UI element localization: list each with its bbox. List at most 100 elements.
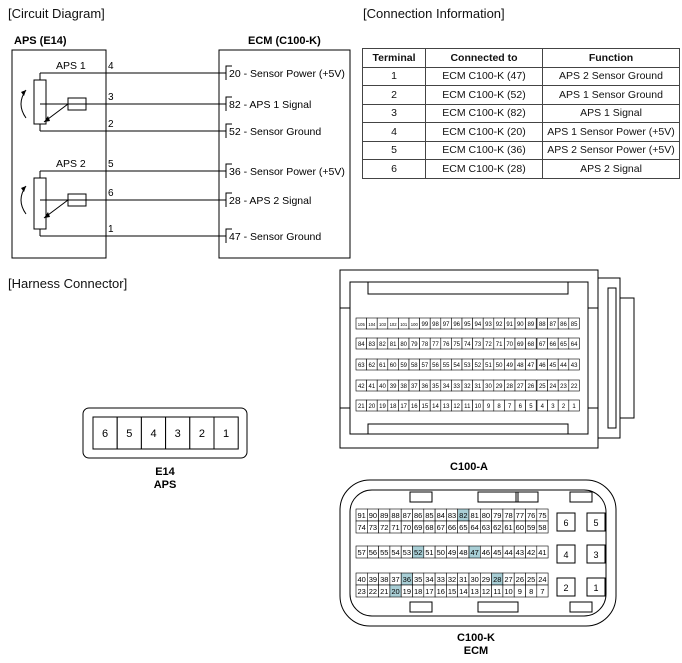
c100k-pin-label: 69 [414, 523, 422, 532]
c100a-pin-label: 91 [506, 322, 513, 328]
c100k-pin-label: 45 [493, 548, 501, 557]
c100k-pin-label: 40 [357, 575, 365, 584]
c100k-pin [536, 545, 549, 559]
table-cell: ECM C100-K (47) [425, 66, 543, 86]
c100a-pin-label: 53 [464, 363, 471, 369]
c100k-pin-label: 22 [369, 587, 377, 596]
c100k-pin-label: 70 [403, 523, 411, 532]
c100k-pin-label: 38 [380, 575, 388, 584]
c100k-pin-label: 60 [516, 523, 524, 532]
c100a-pin-label: 15 [422, 404, 429, 410]
c100k-pin-label: 31 [459, 575, 467, 584]
c100a-pin [568, 379, 580, 392]
c100k-pin-label: 12 [482, 587, 490, 596]
c100a-pin-label: 57 [422, 363, 429, 369]
c100a-pin-label: 42 [358, 384, 365, 390]
c100k-pin-label: 85 [425, 511, 433, 520]
ecm-terminal [225, 163, 232, 178]
table-header: Connected to [425, 48, 543, 68]
c100k-pin-label: 59 [527, 523, 535, 532]
c100a-pin-label: 29 [496, 384, 503, 390]
c100a-pin-label: 68 [528, 342, 535, 348]
c100k-pin-label: 62 [493, 523, 501, 532]
circuit-diagram-heading: [Circuit Diagram] [8, 6, 105, 21]
c100k-pin-label: 54 [391, 548, 399, 557]
c100a-pin-label: 76 [443, 342, 450, 348]
c100k-pin-label: 55 [380, 548, 388, 557]
c100a-pin-label: 32 [464, 384, 471, 390]
c100a-pin-label: 85 [571, 322, 578, 328]
c100k-pin [536, 520, 549, 534]
c100k-pin-label: 58 [538, 523, 546, 532]
c100a-pin-label: 75 [453, 342, 460, 348]
e14-pin-label: 2 [199, 428, 205, 440]
c100a-pin-label: 50 [496, 363, 503, 369]
c100k-pin-label: 46 [482, 548, 490, 557]
c100a-pin-label: 21 [358, 404, 365, 410]
c100a-pin [525, 337, 537, 350]
c100k-pin-label: 68 [425, 523, 433, 532]
c100a-pin-label: 30 [485, 384, 492, 390]
c100k-pin-label: 23 [357, 587, 365, 596]
c100k-pin-label: 75 [538, 511, 546, 520]
c100a-pin-label: 9 [487, 404, 491, 410]
c100k-sub: ECM [464, 645, 488, 657]
c100k-pin-label: 63 [482, 523, 490, 532]
c100k-pin-label: 6 [563, 518, 568, 528]
c100a-pin-label: 41 [369, 384, 376, 390]
c100a-pin-label: 61 [379, 363, 386, 369]
table-cell: ECM C100-K (20) [425, 122, 543, 142]
c100a-pin-label: 102 [390, 322, 398, 327]
table-cell: APS 1 Sensor Power (+5V) [542, 122, 680, 142]
c100k-name: C100-K [457, 632, 495, 644]
c100k-pin-label: 80 [482, 511, 490, 520]
c100a-pin-label: 20 [369, 404, 376, 410]
c100a-pin-label: 26 [528, 384, 535, 390]
c100a-pin-label: 10 [475, 404, 482, 410]
c100a-pin-label: 80 [400, 342, 407, 348]
c100a-pin-label: 96 [453, 322, 460, 328]
ecm-box [218, 49, 351, 259]
c100a-pin-label: 90 [517, 322, 524, 328]
c100k-pin-label: 66 [448, 523, 456, 532]
e14-pin-label: 3 [175, 428, 181, 440]
c100a-pin-label: 54 [453, 363, 460, 369]
aps-box [11, 49, 107, 259]
e14-pin [140, 416, 167, 450]
c100k-pin-label: 26 [516, 575, 524, 584]
c100a-pin [568, 399, 580, 412]
ecm-terminal [225, 123, 232, 138]
c100a-pin-label: 13 [443, 404, 450, 410]
c100k-pin-label: 1 [593, 583, 598, 593]
c100a-pin-label: 101 [400, 322, 408, 327]
c100k-pin-label: 42 [527, 548, 535, 557]
c100a-pin-label: 7 [508, 404, 512, 410]
aps-pin-number: 4 [108, 61, 114, 72]
ecm-pin-label: 36 - Sensor Power (+5V) [229, 166, 345, 178]
c100k-pin-label: 10 [504, 587, 512, 596]
table-cell: APS 1 Sensor Ground [542, 85, 680, 105]
c100a-pin-label: 4 [541, 404, 545, 410]
c100k-pin-label: 37 [391, 575, 399, 584]
c100a-pin-label: 25 [539, 384, 546, 390]
c100a-pin-label: 22 [571, 384, 578, 390]
c100k-pin-label: 79 [493, 511, 501, 520]
c100k-pin-label: 15 [448, 587, 456, 596]
c100a-pin-label: 52 [475, 363, 482, 369]
c100k-pin-label: 17 [425, 587, 433, 596]
harness-connector-heading: [Harness Connector] [8, 276, 128, 291]
c100k-pin-label: 39 [369, 575, 377, 584]
c100a-pin [568, 337, 580, 350]
c100a-pin-label: 83 [369, 342, 376, 348]
c100a-pin-label: 49 [506, 363, 513, 369]
c100k-pin-label: 61 [504, 523, 512, 532]
c100a-pin-label: 94 [475, 322, 482, 328]
c100k-pin-label: 83 [448, 511, 456, 520]
c100a-pin-label: 78 [422, 342, 429, 348]
c100a-pin-label: 74 [464, 342, 471, 348]
